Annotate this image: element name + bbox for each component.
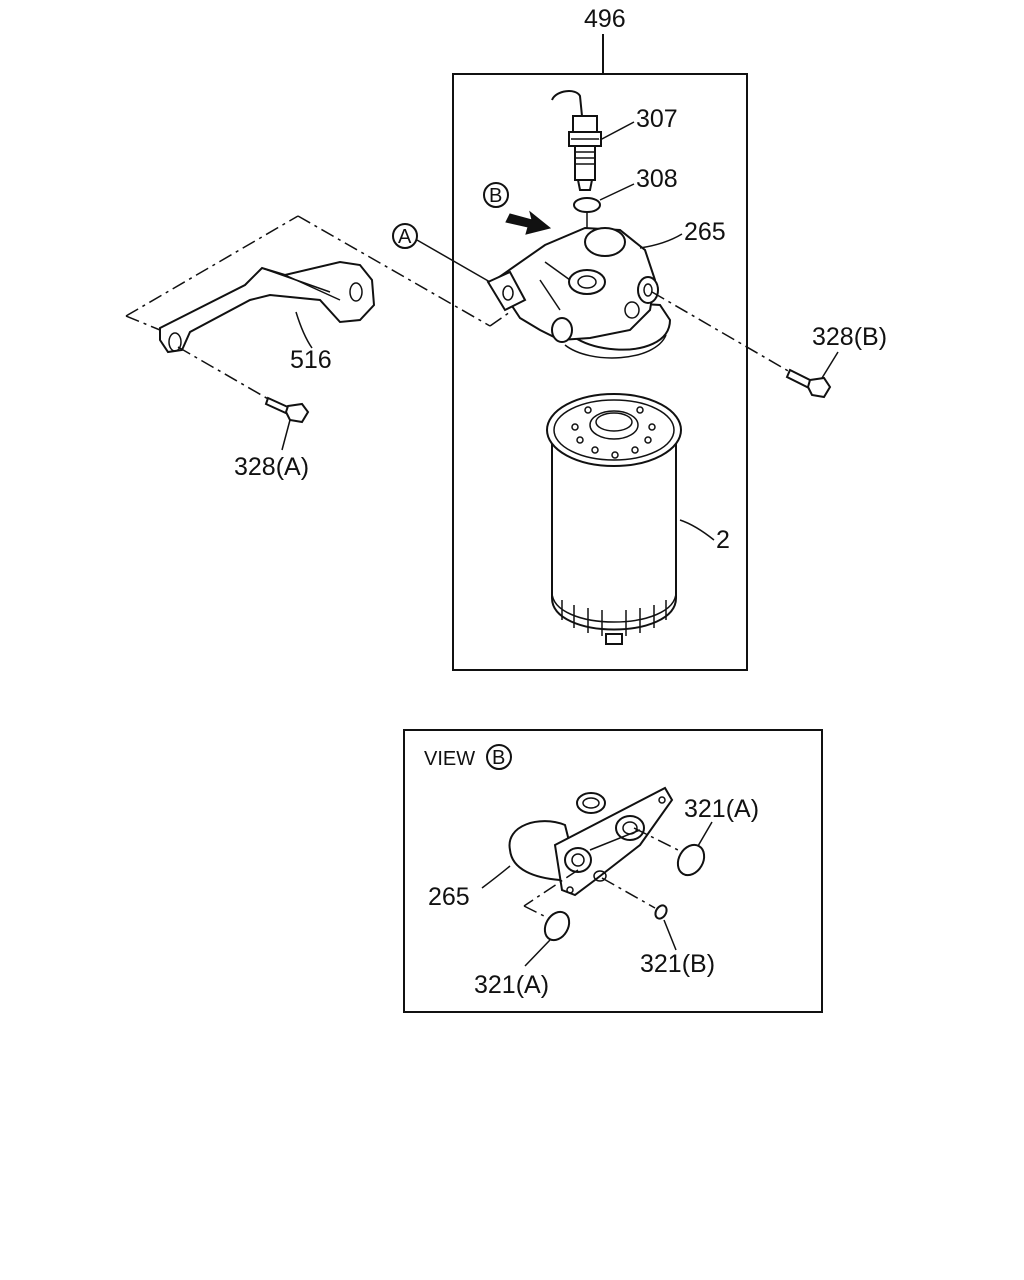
bolt-328-a [264, 396, 310, 424]
label-265: 265 [684, 218, 726, 246]
water-sensor [551, 90, 602, 191]
svg-text:B: B [492, 747, 505, 769]
filter-element [546, 393, 682, 645]
marker-b: B [483, 182, 509, 208]
view-label-265: 265 [428, 883, 470, 911]
bolt-328-b [785, 368, 832, 399]
view-label-321-a-top: 321(A) [684, 795, 759, 823]
view-b-frame [403, 729, 823, 1013]
svg-text:A: A [398, 226, 412, 248]
view-label-321-a-bottom: 321(A) [474, 971, 549, 999]
view-label-321-b: 321(B) [640, 950, 715, 978]
bracket [159, 260, 376, 354]
oring-321-a-top [676, 843, 706, 877]
view-head [508, 786, 674, 897]
filter-head [486, 226, 672, 359]
label-308: 308 [636, 165, 678, 193]
assembly-frame [452, 34, 748, 671]
label-516: 516 [290, 346, 332, 374]
label-496: 496 [584, 5, 626, 33]
svg-text:B: B [489, 185, 502, 207]
label-307: 307 [636, 105, 678, 133]
view-title: VIEW [424, 748, 475, 770]
label-328-b: 328(B) [812, 323, 887, 351]
oring-308 [573, 197, 601, 213]
oring-321-a-bottom [543, 910, 571, 942]
view-marker-b: B [486, 744, 512, 770]
label-2: 2 [716, 526, 730, 554]
oring-321-b [654, 904, 668, 920]
marker-a: A [392, 223, 418, 249]
view-arrow-icon [505, 210, 552, 235]
label-328-a: 328(A) [234, 453, 309, 481]
